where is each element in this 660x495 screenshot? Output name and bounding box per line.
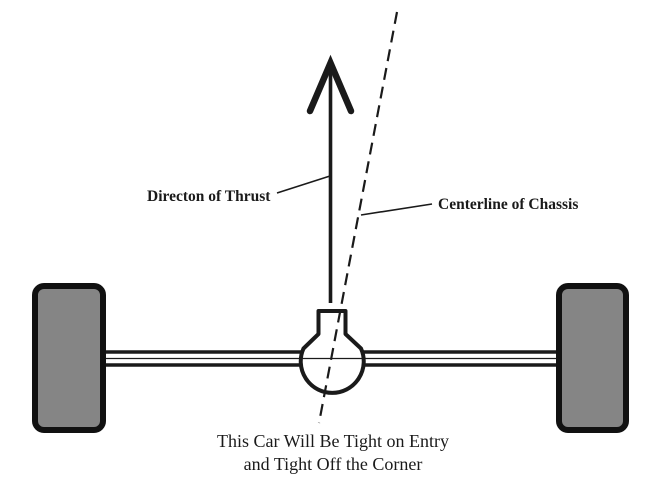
chassis-centerline-dashed xyxy=(317,11,399,424)
centerline-label-leader-line xyxy=(360,203,433,216)
caption-line-1: This Car Will Be Tight on Entry xyxy=(217,431,449,451)
thrust-label: Directon of Thrust xyxy=(147,188,271,205)
left-wheel xyxy=(32,283,106,433)
thrust-label-leader-line xyxy=(276,175,331,194)
caption-line-2: and Tight Off the Corner xyxy=(244,454,423,474)
centerline-label: Centerline of Chassis xyxy=(438,196,578,213)
thrust-arrowhead-icon xyxy=(306,54,355,115)
thrust-arrow xyxy=(306,54,355,303)
right-wheel xyxy=(556,283,629,433)
